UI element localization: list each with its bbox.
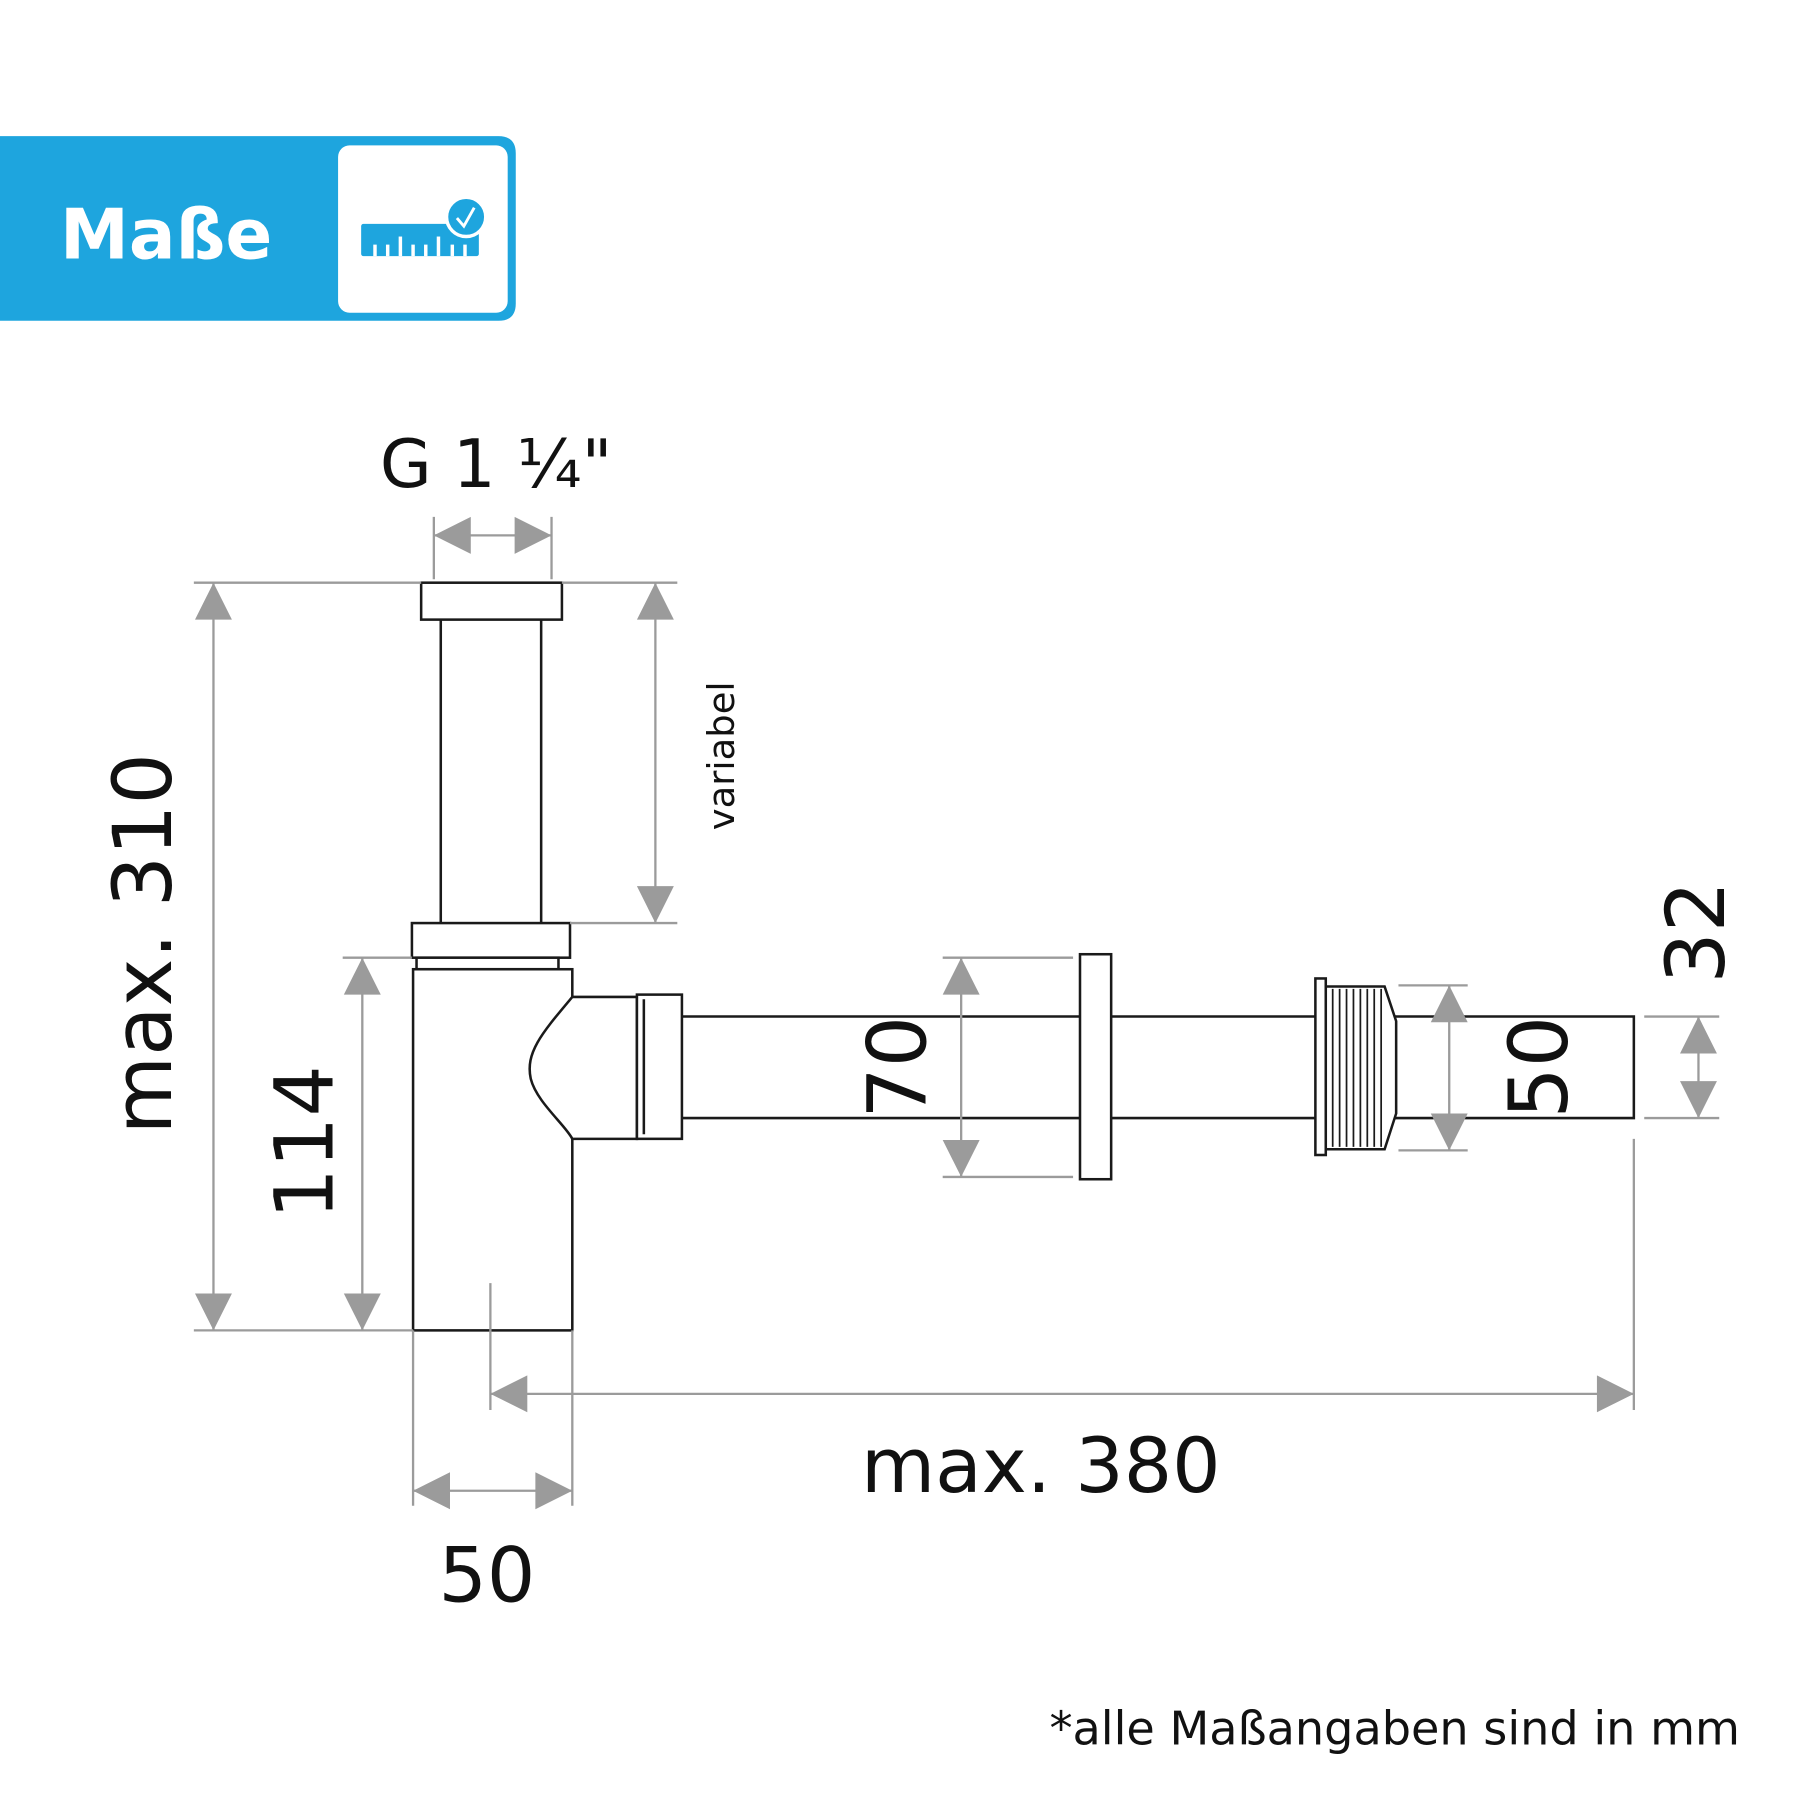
body-width-arrow (413, 1472, 573, 1510)
ruler-check-icon (361, 195, 488, 257)
body-width-label: 50 (438, 1531, 535, 1620)
arrowhead (1430, 985, 1468, 1023)
arrowhead (1596, 1375, 1634, 1413)
arrowhead (343, 957, 381, 995)
total-height-label: max. 310 (97, 753, 191, 1134)
arrowhead (195, 582, 232, 620)
arrowhead (636, 582, 674, 620)
total-height-arrow (195, 582, 232, 1331)
arrowhead (490, 1375, 528, 1413)
arrowhead (1680, 1016, 1717, 1054)
siphon-body (411, 967, 574, 1332)
arrowhead (942, 1140, 980, 1177)
arrowhead (636, 886, 674, 924)
outlet-pipe (681, 1015, 1636, 1120)
variable-arrow (636, 582, 674, 924)
arrowhead (343, 1293, 381, 1331)
siphon-part (410, 581, 1636, 1332)
body-height-arrow (343, 957, 381, 1331)
nut-rim (1314, 977, 1328, 1157)
collar-ring (415, 956, 560, 971)
variable-label: variabel (700, 681, 743, 830)
arrowhead (413, 1472, 450, 1510)
arrowhead (942, 957, 980, 995)
total-length-arrow (490, 1375, 1634, 1413)
thread-dimension-arrow (433, 516, 552, 554)
flange-diameter-arrow (942, 957, 980, 1177)
top-cap (419, 581, 564, 621)
arrowhead (1430, 1113, 1468, 1151)
pipe-diameter-label: 32 (1650, 881, 1744, 984)
flange-diameter-label: 70 (851, 1016, 945, 1119)
total-length-label: max. 380 (861, 1421, 1221, 1510)
footnote: *alle Maßangaben sind in mm (1049, 1702, 1740, 1756)
body-height-label: 114 (258, 1065, 352, 1219)
wall-flange (1078, 952, 1113, 1181)
page-title: Maße (60, 195, 272, 275)
outlet-elbow (528, 995, 639, 1141)
arrowhead (1680, 1081, 1717, 1119)
nut-diameter-arrow (1430, 985, 1468, 1151)
collar-nut (410, 921, 572, 959)
arrowhead (195, 1293, 232, 1331)
arrowhead (535, 1472, 573, 1510)
arrowhead (514, 516, 552, 554)
arrowhead (433, 516, 471, 554)
pipe-diameter-arrow (1680, 1016, 1717, 1119)
thread-label: G 1 ¼" (380, 425, 613, 503)
nut-diameter-label: 50 (1493, 1016, 1587, 1119)
dimension-lines (193, 516, 1720, 1510)
header-banner: Maße (0, 136, 516, 321)
